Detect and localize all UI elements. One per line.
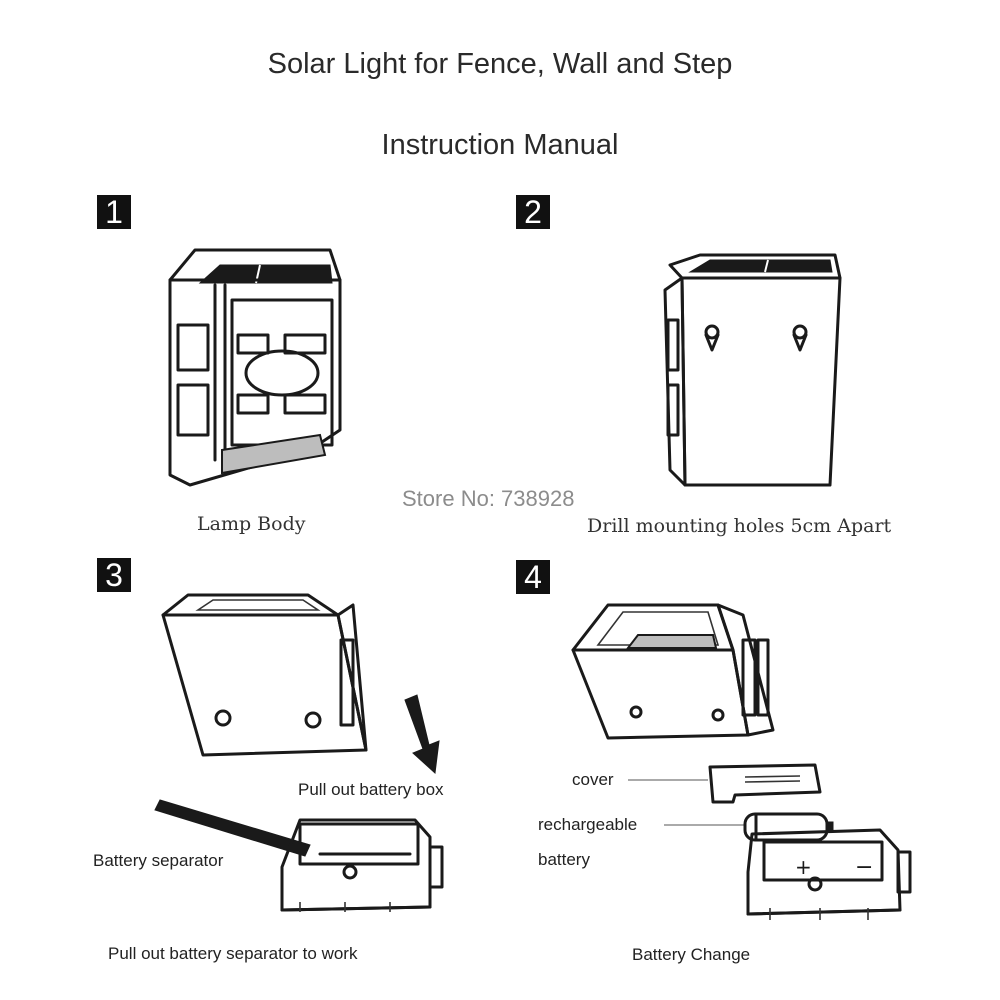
lamp-body-illustration: [168, 248, 342, 487]
svg-text:−: −: [855, 855, 873, 880]
battery-separator-label: Battery separator: [93, 851, 224, 870]
lamp-bottom-illustration: [161, 593, 368, 757]
pull-battery-box-label: Pull out battery box: [298, 780, 444, 799]
step-1-caption: Lamp Body: [197, 513, 306, 535]
step-1-number: 1: [97, 195, 131, 229]
step-3-caption: Pull out battery separator to work: [108, 944, 358, 963]
open-battery-compartment-illustration: + −: [746, 828, 912, 920]
battery-cover-illustration: [708, 763, 822, 804]
rechargeable-label: rechargeable: [538, 815, 638, 834]
battery-label: battery: [538, 850, 590, 869]
step-4-number: 4: [516, 560, 550, 594]
lamp-top-open-illustration: [571, 603, 775, 740]
cover-label: cover: [572, 770, 614, 789]
step-3-number: 3: [97, 558, 131, 592]
step-2-caption: Drill mounting holes 5cm Apart: [587, 515, 892, 537]
battery-cell-icon: [743, 812, 834, 842]
store-watermark: Store No: 738928: [402, 486, 575, 511]
step-4-caption: Battery Change: [632, 945, 751, 964]
rechargeable-leader-line: [664, 824, 744, 826]
mounting-back-illustration: [663, 253, 842, 487]
battery-box-illustration: [280, 818, 444, 912]
pull-arrow-icon: [404, 694, 440, 775]
separator-arrow-icon: [154, 799, 311, 857]
page-title: Solar Light for Fence, Wall and Step: [267, 48, 733, 80]
page-subtitle: Instruction Manual: [381, 129, 619, 161]
svg-text:+: +: [795, 855, 812, 879]
cover-leader-line: [628, 779, 708, 781]
step-2-number: 2: [516, 195, 550, 229]
